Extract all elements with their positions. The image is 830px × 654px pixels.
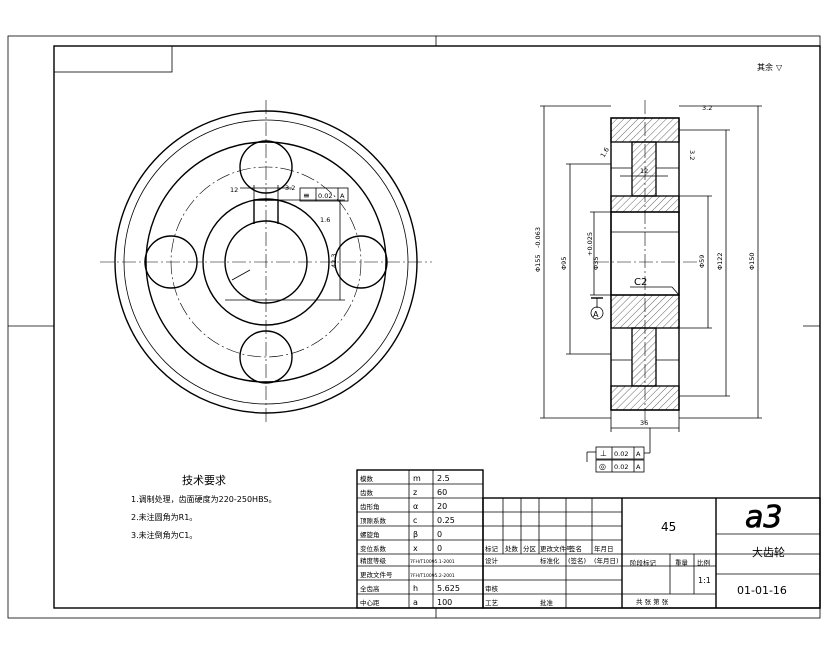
param-table: 模数 m 2.5 齿数 z 60 齿形角 α 20 顶隙系数 c 0.25 螺旋…	[356, 469, 484, 609]
tech-item-1: 1.调制处理，齿面硬度为220-250HBS。	[131, 494, 277, 504]
part-name: 大齿轮	[752, 545, 785, 559]
tip-dia-dim: Φ155	[534, 254, 542, 272]
roughness-top: 3.2	[702, 104, 712, 112]
svg-text:精度等级: 精度等级	[360, 556, 387, 565]
svg-text:7FH/T10095.2-2001: 7FH/T10095.2-2001	[410, 573, 455, 579]
section-view: Φ155 -0.063 Φ95 Φ35 +0.025 Φ59 Φ122 Φ150…	[534, 100, 762, 473]
conc-datum: A	[636, 463, 641, 471]
svg-text:阶段标记: 阶段标记	[630, 558, 657, 567]
svg-text:(签名): (签名)	[568, 556, 586, 565]
roughness-left: 1.6	[599, 146, 611, 159]
tech-requirements: 技术要求 1.调制处理，齿面硬度为220-250HBS。 2.未注圆角为R1。 …	[131, 474, 277, 540]
d150-dim: Φ150	[748, 252, 756, 270]
svg-text:工艺: 工艺	[485, 599, 499, 607]
datum-label: A	[593, 310, 599, 319]
svg-text:(年月日): (年月日)	[594, 556, 619, 565]
front-view: 12 42.3 ≡ 0.02 A 3.2 1.6	[100, 100, 432, 425]
svg-text:20: 20	[437, 502, 447, 511]
tip-tol-dim: -0.063	[534, 227, 542, 248]
svg-text:变位系数: 变位系数	[360, 544, 387, 553]
tolerance-frames: ⊥ 0.02 A ◎ 0.02 A	[586, 428, 651, 473]
chamfer-label: C2	[634, 277, 647, 288]
svg-text:更改文件号: 更改文件号	[540, 544, 573, 553]
svg-text:≡: ≡	[303, 191, 310, 200]
svg-text:5.625: 5.625	[437, 584, 460, 593]
svg-text:审核: 审核	[485, 584, 499, 593]
svg-text:分区: 分区	[523, 544, 537, 553]
keyway-depth-dim: 42.3	[330, 254, 338, 268]
roughness-bore: 1.6	[320, 216, 330, 224]
svg-text:年月日: 年月日	[594, 544, 614, 553]
conc-value: 0.02	[614, 463, 628, 471]
title-block: 标记 处数 分区 更改文件号 签名 年月日 设计 标准化 (签名) (年月日) …	[482, 497, 821, 609]
keyway-width-dim: 12	[230, 186, 238, 194]
roughness-keyway: 3.2	[285, 184, 295, 192]
svg-text:重量: 重量	[675, 559, 689, 567]
svg-text:设计: 设计	[485, 556, 499, 565]
corner-box	[53, 45, 173, 73]
perp-value: 0.02	[614, 450, 628, 458]
key-tolerance-frame: ≡ 0.02 A	[299, 187, 349, 202]
roughness-right: 3.2	[688, 150, 696, 160]
svg-text:2.5: 2.5	[437, 474, 450, 483]
roughness-check-icon: ▽	[776, 63, 783, 72]
perp-symbol: ⊥	[600, 449, 607, 458]
svg-text:0.25: 0.25	[437, 516, 455, 525]
svg-text:100: 100	[437, 598, 452, 607]
svg-text:β: β	[413, 530, 418, 539]
tech-item-3: 3.未注倒角为C1。	[131, 530, 197, 540]
svg-text:A: A	[340, 192, 345, 200]
svg-text:0.02: 0.02	[318, 192, 332, 200]
tech-item-2: 2.未注圆角为R1。	[131, 512, 197, 522]
roughness-note: 其余	[757, 62, 773, 72]
svg-text:顶隙系数: 顶隙系数	[360, 516, 387, 525]
d95-dim: Φ95	[560, 257, 568, 270]
datum-circle	[590, 306, 604, 320]
bore-tol-dim: +0.025	[586, 232, 594, 256]
svg-text:标记: 标记	[485, 544, 499, 553]
svg-text:中心距: 中心距	[360, 598, 380, 607]
svg-text:c: c	[413, 516, 417, 525]
svg-text:批准: 批准	[540, 598, 554, 607]
perp-datum: A	[636, 450, 641, 458]
svg-text:a: a	[413, 598, 418, 607]
svg-text:标准化: 标准化	[540, 556, 560, 565]
svg-text:齿数: 齿数	[360, 488, 374, 497]
svg-text:更改文件号: 更改文件号	[360, 570, 393, 579]
d59-dim: Φ59	[698, 255, 706, 268]
scale: 1:1	[698, 576, 711, 585]
svg-text:比例: 比例	[697, 558, 710, 567]
svg-text:签名: 签名	[569, 544, 582, 553]
hub-width-dim: 12	[640, 167, 648, 175]
svg-text:齿形角: 齿形角	[360, 502, 380, 511]
svg-text:α: α	[413, 502, 418, 511]
svg-text:螺旋角: 螺旋角	[360, 530, 380, 539]
svg-text:h: h	[413, 584, 418, 593]
bore-dia-dim: Φ35	[592, 257, 600, 270]
svg-text:0: 0	[437, 544, 442, 553]
width-dim: 36	[640, 419, 648, 427]
drawing-number: 01-01-16	[737, 584, 787, 597]
svg-text:60: 60	[437, 488, 447, 497]
conc-symbol: ◎	[599, 462, 606, 471]
svg-text:z: z	[413, 488, 417, 497]
d122-dim: Φ122	[716, 252, 724, 270]
sheet-size: a3	[745, 500, 782, 535]
svg-text:x: x	[413, 544, 418, 553]
svg-text:模数: 模数	[360, 474, 374, 483]
tech-title: 技术要求	[182, 474, 226, 487]
svg-text:m: m	[413, 474, 421, 483]
sheet-info: 共 张 第 张	[636, 597, 669, 606]
web-bottom	[631, 327, 657, 387]
svg-text:全齿高: 全齿高	[360, 584, 380, 593]
svg-text:7FH/T10095.1-2001: 7FH/T10095.1-2001	[410, 559, 455, 565]
svg-text:处数: 处数	[505, 544, 519, 553]
material: 45	[661, 520, 676, 534]
svg-text:0: 0	[437, 530, 442, 539]
